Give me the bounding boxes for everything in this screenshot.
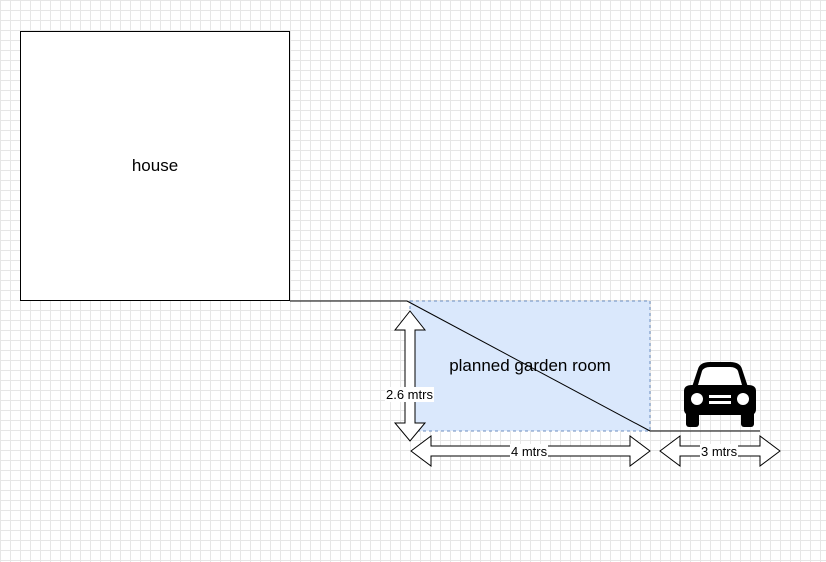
house-label: house	[131, 156, 179, 175]
height-dimension-label: 2.6 mtrs	[385, 387, 434, 402]
car-icon[interactable]	[680, 361, 760, 431]
parking-width-dimension-label: 3 mtrs	[700, 444, 739, 459]
room-width-dimension-label: 4 mtrs	[510, 444, 549, 459]
house-shape[interactable]: house	[20, 31, 290, 301]
height-dimension-arrow[interactable]	[393, 310, 427, 442]
diagonal-line	[406, 300, 651, 432]
garden-room-label: planned garden room	[449, 356, 611, 375]
